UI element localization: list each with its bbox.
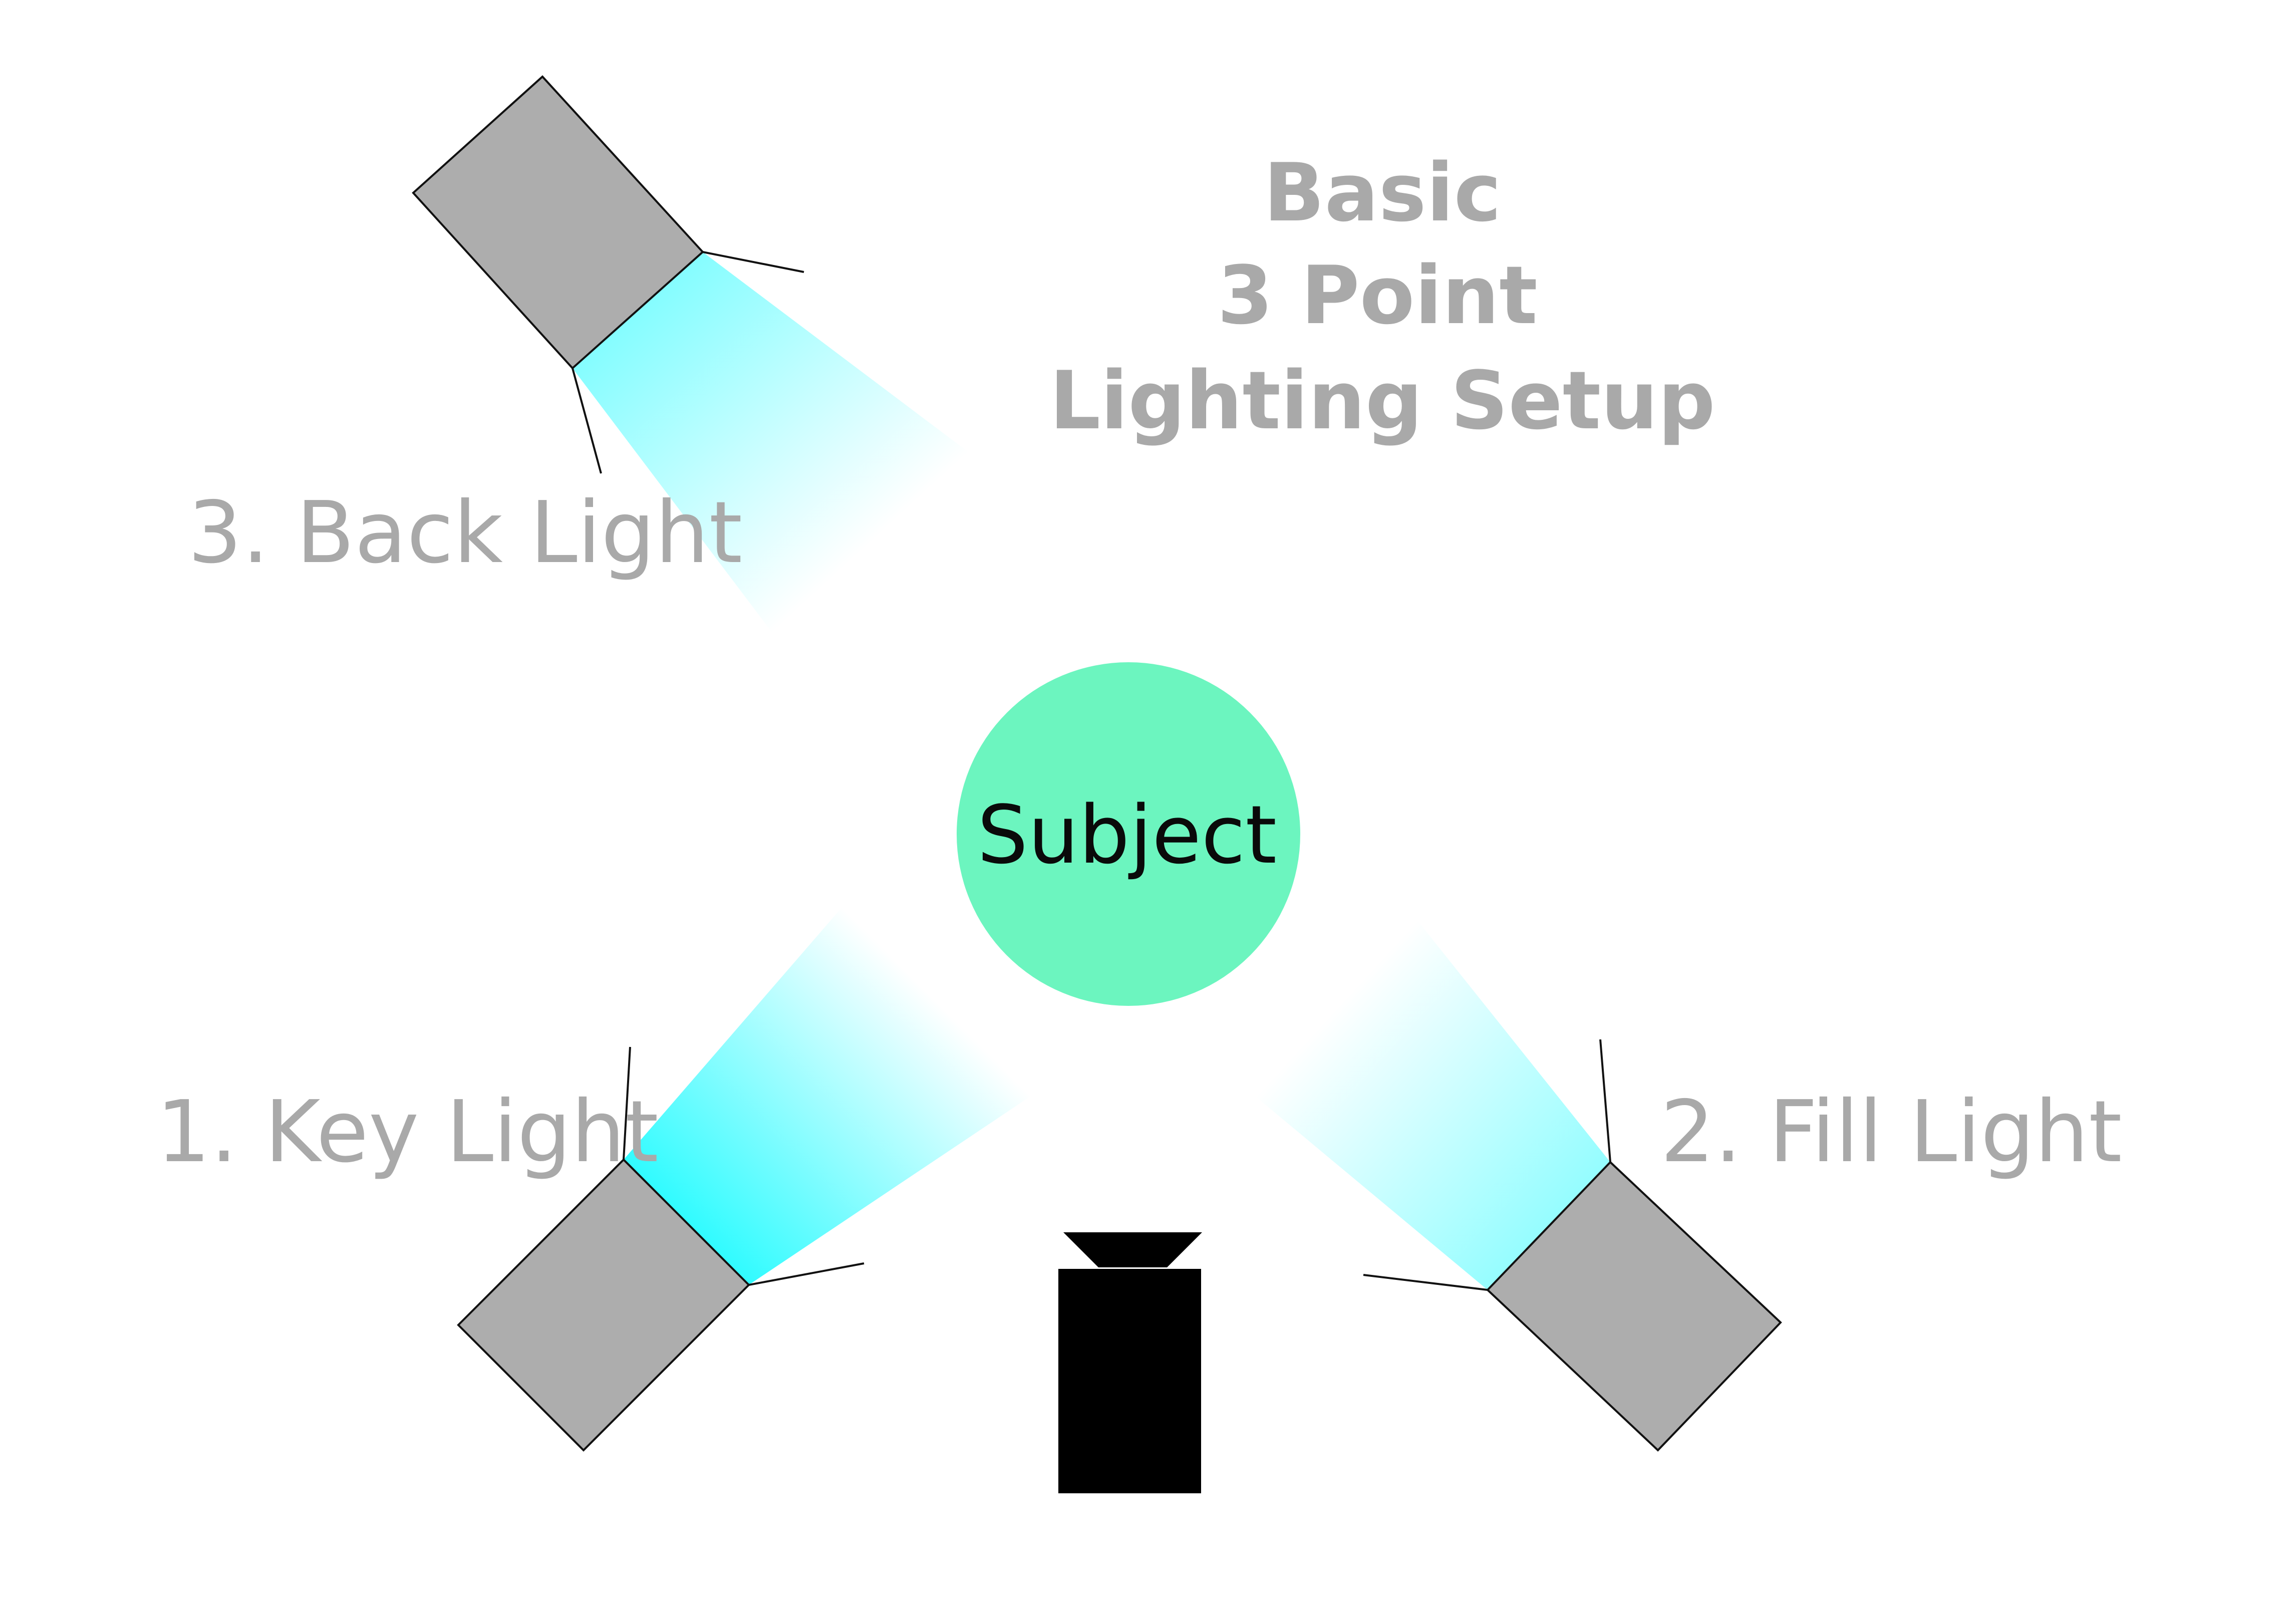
camera-lens (1063, 1232, 1202, 1267)
camera-body (1058, 1269, 1201, 1493)
fill-light-beam (1202, 852, 1610, 1290)
barn-door (571, 368, 602, 474)
subject: Subject (957, 662, 1300, 1006)
barn-door (1599, 1039, 1611, 1163)
barn-door (623, 1046, 631, 1160)
key-light-beam (624, 862, 1052, 1285)
title-line-2: 3 Point (1217, 248, 1537, 342)
studio-lamp-icon (1486, 1161, 1782, 1452)
key-light (457, 1046, 865, 1452)
subject-label: Subject (977, 788, 1277, 882)
fill-light-label: 2. Fill Light (1660, 1083, 2122, 1182)
diagram-title: Basic 3 Point Lighting Setup (1049, 146, 1715, 447)
back-light (412, 75, 804, 474)
back-light-label: 3. Back Light (188, 483, 742, 583)
camera-icon (1058, 1232, 1202, 1493)
fill-light (1363, 1039, 1782, 1452)
barn-door (1363, 1274, 1488, 1291)
subject-circle (957, 662, 1300, 1006)
title-line-1: Basic (1264, 146, 1502, 239)
title-line-3: Lighting Setup (1049, 354, 1715, 447)
key-light-label: 1. Key Light (156, 1083, 659, 1182)
back-light-beam (572, 252, 997, 671)
barn-door (702, 251, 804, 273)
barn-door (748, 1262, 865, 1286)
